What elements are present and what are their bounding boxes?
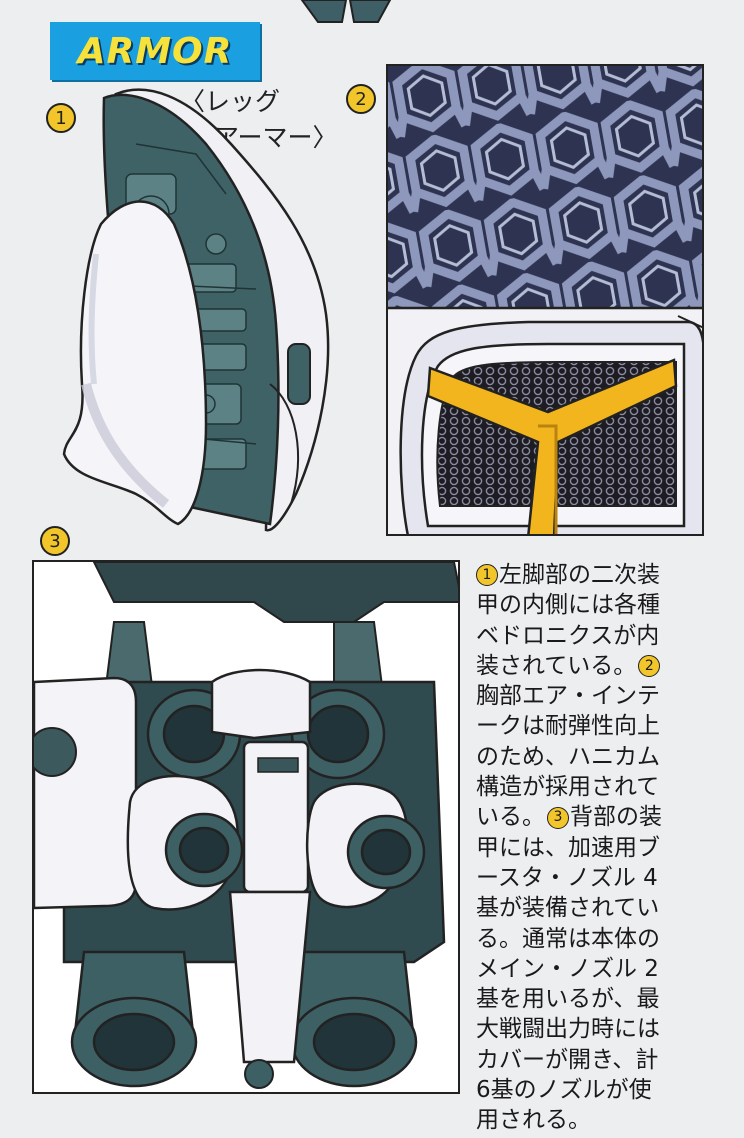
inline-number-badge: 3 bbox=[547, 806, 569, 829]
description-line-text: 構造が採用されて bbox=[476, 774, 660, 801]
description-line-text: 大戦闘出力時には bbox=[476, 1016, 660, 1043]
marker-2-badge: 2 bbox=[346, 84, 376, 114]
banner-title: ARMOR bbox=[77, 30, 233, 72]
description-line-text: いる。 bbox=[476, 804, 545, 831]
description-line: ークは耐弾性向上 bbox=[476, 711, 738, 741]
description-line: 胸部エア・インテ bbox=[476, 681, 738, 711]
description-line: 大戦闘出力時には bbox=[476, 1014, 738, 1044]
description-line: る。通常は本体の bbox=[476, 924, 738, 954]
description-line: メイン・ノズル 2 bbox=[476, 954, 738, 984]
description-line-text: ベドロニクスが内 bbox=[476, 622, 660, 649]
description-line-text: 基を用いるが、最 bbox=[476, 986, 660, 1013]
description-line: のため、ハニカム bbox=[476, 742, 738, 772]
description-line: 甲の内側には各種 bbox=[476, 590, 738, 620]
previous-illustration-fragment bbox=[300, 0, 392, 23]
description-line: 基を用いるが、最 bbox=[476, 984, 738, 1014]
description-line-text: 甲の内側には各種 bbox=[476, 592, 660, 619]
armor-banner: ARMOR bbox=[50, 22, 260, 80]
description-line-text: ースタ・ノズル 4 bbox=[476, 864, 658, 891]
description-line-text: 背部の装 bbox=[570, 804, 662, 831]
description-line-text: 胸部エア・インテ bbox=[476, 683, 660, 710]
description-line-text: 装されている。 bbox=[476, 652, 637, 679]
description-line-text: ークは耐弾性向上 bbox=[476, 713, 660, 740]
air-intake-panel bbox=[386, 64, 704, 536]
honeycomb-closeup-illustration bbox=[388, 66, 702, 534]
description-line: 用される。 bbox=[476, 1105, 738, 1135]
booster-nozzle-illustration bbox=[34, 562, 458, 1092]
description-line-text: る。通常は本体の bbox=[476, 925, 660, 952]
inline-number-badge: 2 bbox=[638, 655, 661, 678]
leg-armor-illustration bbox=[62, 88, 330, 532]
description-line-text: 用される。 bbox=[476, 1107, 591, 1134]
description-line-text: 甲には、加速用ブ bbox=[476, 834, 660, 861]
description-line: ベドロニクスが内 bbox=[476, 621, 738, 651]
description-line: 甲には、加速用ブ bbox=[476, 833, 738, 863]
description-line-text: 6基のノズルが使 bbox=[476, 1077, 652, 1104]
description-line: 6基のノズルが使 bbox=[476, 1075, 738, 1105]
description-line-text: のため、ハニカム bbox=[476, 743, 660, 770]
marker-1-badge: 1 bbox=[46, 103, 76, 133]
description-line: 装されている。2 bbox=[476, 651, 738, 681]
description-line: 基が装備されてい bbox=[476, 893, 738, 923]
description-line: カバーが開き、計 bbox=[476, 1045, 738, 1075]
description-line: 構造が採用されて bbox=[476, 772, 738, 802]
description-line: ースタ・ノズル 4 bbox=[476, 863, 738, 893]
description-line-text: 左脚部の二次装 bbox=[499, 562, 660, 588]
description-line-text: 基が装備されてい bbox=[476, 895, 660, 922]
description-line-text: カバーが開き、計 bbox=[476, 1046, 659, 1073]
description-line-text: メイン・ノズル 2 bbox=[476, 955, 659, 982]
back-armor-panel bbox=[32, 560, 460, 1094]
marker-3-badge: 3 bbox=[40, 526, 70, 556]
inline-number-badge: 1 bbox=[476, 564, 498, 587]
